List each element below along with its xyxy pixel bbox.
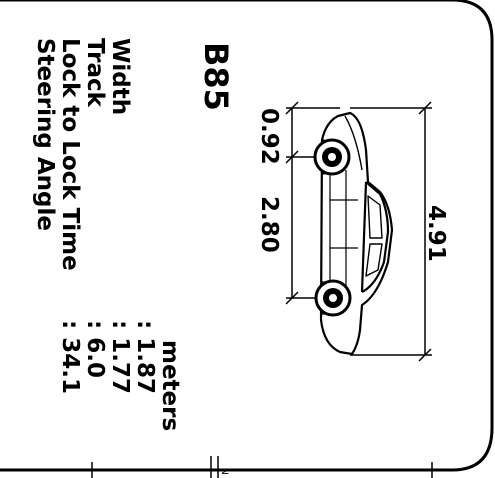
spec-sep: : — [82, 320, 108, 338]
spec-row-steering-angle: : 34.1 — [57, 320, 83, 394]
spec-value-steering-angle: 34.1 — [57, 337, 83, 394]
footer-mark: N — [219, 468, 229, 475]
spec-label-steering-angle: Steering Angle — [32, 38, 58, 231]
spec-value-width: 1.87 — [132, 337, 158, 394]
spec-sep: : — [57, 320, 83, 338]
spec-row-width: : 1.87 — [132, 320, 158, 394]
footer-strip — [91, 456, 433, 478]
spec-value-lock-time: 6.0 — [82, 337, 108, 378]
spec-label-lock-time: Lock to Lock Time — [57, 38, 83, 271]
front-overhang-value: 0.92 — [256, 108, 282, 165]
model-name: B85 — [197, 42, 235, 111]
spec-values: : 1.87 : 1.77 : 6.0 : 34.1 — [57, 320, 158, 394]
rear-wheel — [314, 279, 352, 317]
spec-labels: Width Track Lock to Lock Time Steering A… — [32, 38, 133, 271]
spec-value-track: 1.77 — [107, 337, 133, 394]
wheelbase-value: 2.80 — [256, 196, 282, 253]
spec-row-lock-time: : 6.0 — [82, 320, 108, 394]
spec-sep: : — [107, 320, 133, 338]
dimension-overall-length — [350, 101, 432, 362]
spec-label-track: Track — [82, 38, 108, 107]
spec-sep: : — [132, 320, 158, 338]
spec-row-track: : 1.77 — [107, 320, 133, 394]
front-wheel — [313, 138, 351, 176]
dimension-front-overhang — [285, 101, 340, 157]
overall-length-value: 4.91 — [423, 205, 449, 262]
spec-label-width: Width — [107, 38, 133, 116]
spec-units: meters — [157, 340, 183, 432]
